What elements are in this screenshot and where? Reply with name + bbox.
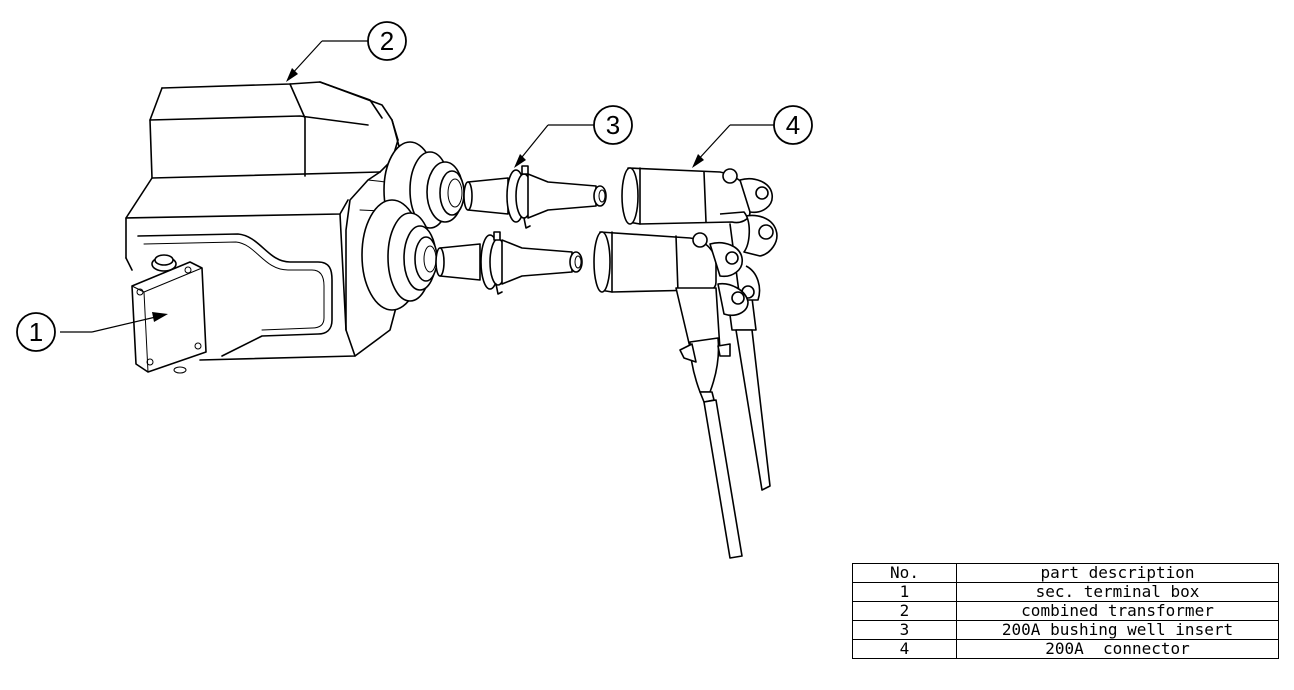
lower-bushing-flange bbox=[361, 199, 438, 311]
header-description: part description bbox=[956, 563, 1279, 583]
connector-lower bbox=[593, 231, 749, 559]
row-no: 3 bbox=[852, 620, 957, 640]
balloon-label-2: 2 bbox=[380, 26, 394, 56]
row-no: 4 bbox=[852, 639, 957, 659]
row-no: 1 bbox=[852, 582, 957, 602]
table-row: 1 sec. terminal box bbox=[852, 582, 1279, 602]
balloon-2: 2 bbox=[286, 21, 407, 82]
row-description: sec. terminal box bbox=[956, 582, 1279, 602]
bushing-well-insert-upper bbox=[463, 165, 607, 229]
row-description: combined transformer bbox=[956, 601, 1279, 621]
row-no: 2 bbox=[852, 601, 957, 621]
parts-list-table: No. part description 1 sec. terminal box… bbox=[852, 563, 1279, 659]
table-row: 2 combined transformer bbox=[852, 601, 1279, 621]
balloon-3: 3 bbox=[514, 105, 633, 168]
balloon-label-3: 3 bbox=[606, 110, 620, 140]
header-no: No. bbox=[852, 563, 957, 583]
bushing-well-insert-lower bbox=[435, 231, 583, 295]
sec-terminal-box bbox=[131, 254, 207, 374]
balloon-4: 4 bbox=[692, 105, 813, 168]
table-row: 4 200A connector bbox=[852, 639, 1279, 659]
table-row: 3 200A bushing well insert bbox=[852, 620, 1279, 640]
parts-table-header-row: No. part description bbox=[852, 563, 1279, 583]
balloon-label-1: 1 bbox=[29, 317, 43, 347]
row-description: 200A bushing well insert bbox=[956, 620, 1279, 640]
upper-bushing-flange bbox=[383, 141, 465, 239]
row-description: 200A connector bbox=[956, 639, 1279, 659]
balloon-1: 1 bbox=[16, 312, 168, 352]
balloon-label-4: 4 bbox=[786, 110, 800, 140]
